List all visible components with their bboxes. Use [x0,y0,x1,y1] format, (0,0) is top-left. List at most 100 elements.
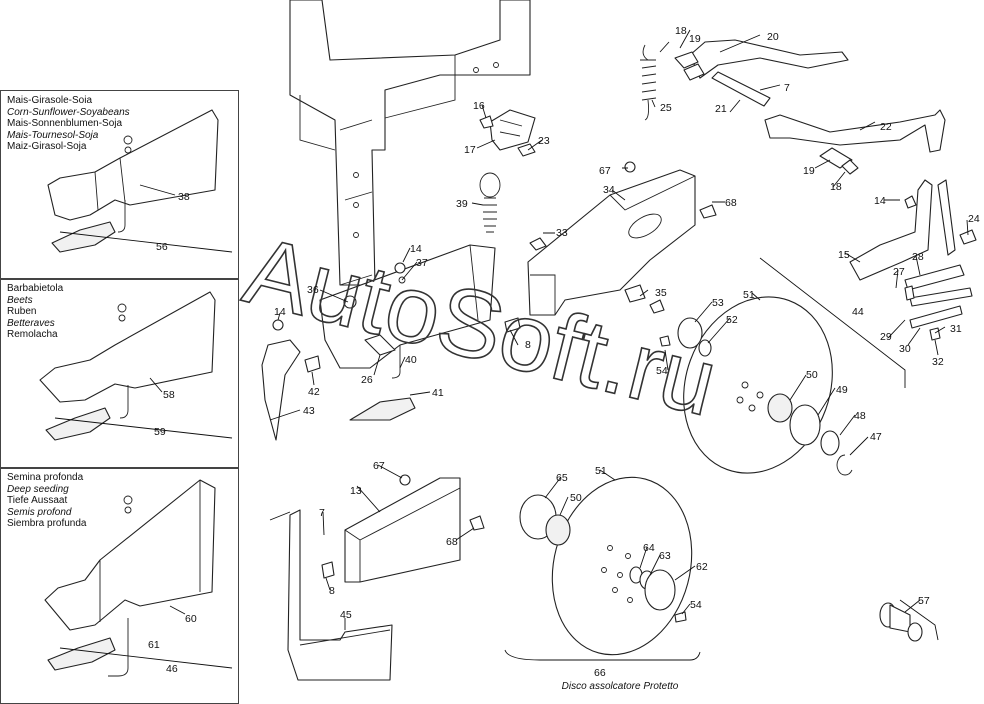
lower-support [269,474,485,681]
callout-50a: 50 [806,369,818,381]
callout-28: 28 [912,251,924,263]
callout-26: 26 [361,374,373,386]
inset-deep-line: Deep seeding [7,483,69,495]
callout-39: 39 [456,198,468,210]
arm-34 [504,161,717,333]
lever-assembly [640,39,946,175]
callout-18a: 18 [675,25,687,37]
disc-assembly-66 [504,476,701,661]
callout-27: 27 [893,266,905,278]
inset-beets-line: Beets [7,294,33,306]
inset-mais-line: Mais-Girasole-Soia [7,95,93,106]
callout-60: 60 [185,613,197,625]
disc-assembly-44 [659,257,906,476]
spring-39 [479,172,501,233]
callout-32: 32 [932,356,944,368]
callout-41: 41 [432,387,444,399]
callout-45: 45 [340,609,352,621]
callout-47: 47 [870,431,882,443]
inset-deep-line: Siembra profunda [7,518,87,529]
callout-57: 57 [918,595,930,607]
bracket-17 [479,109,536,157]
callout-16: 16 [473,100,485,112]
inset-deep-line: Tiefe Aussaat [7,495,68,506]
callout-56: 56 [156,241,168,253]
callout-54a: 54 [656,365,668,377]
center-parts [261,244,496,441]
callout-34: 34 [603,184,615,196]
callout-29: 29 [880,331,892,343]
callout-14c: 14 [874,195,886,207]
callout-30: 30 [899,343,911,355]
callout-68a: 68 [725,197,737,209]
callout-labels: 38 56 58 59 60 61 46 18 19 20 7 21 25 22… [148,25,980,679]
callout-49: 49 [836,384,848,396]
inset-mais-label: Mais-Girasole-Soia Corn-Sunflower-Soyabe… [7,95,130,153]
callout-31: 31 [950,323,962,335]
callout-8b: 8 [329,585,335,597]
callout-17: 17 [464,144,476,156]
callout-42: 42 [308,386,320,398]
callout-48: 48 [854,410,866,422]
callout-66: 66 [594,667,606,679]
callout-43: 43 [303,405,315,417]
callout-52: 52 [726,314,738,326]
inset-beets-panel: Barbabietola Beets Ruben Betteraves Remo… [0,278,239,469]
inset-deep-line: Semis profond [7,506,72,518]
inset-deep-label: Semina profonda Deep seeding Tiefe Aussa… [7,472,87,530]
callout-36: 36 [307,284,319,296]
callout-53: 53 [712,297,724,309]
callout-61: 61 [148,639,160,651]
inset-beets-line: Remolacha [7,329,58,340]
callout-14a: 14 [274,306,286,318]
disc-caption: Disco assolcatore Protetto [561,681,679,692]
callout-44: 44 [852,306,864,318]
callout-65: 65 [556,472,568,484]
callout-21: 21 [715,103,727,115]
callout-23: 23 [538,135,550,147]
main-frame [289,0,531,286]
inset-mais-line: Corn-Sunflower-Soyabeans [7,106,130,118]
callout-62: 62 [696,561,708,573]
callout-37: 37 [416,257,428,269]
inset1-drawing [47,109,233,253]
callout-59: 59 [154,426,166,438]
leader-lines [269,29,969,630]
callout-14b: 14 [410,243,422,255]
callout-35: 35 [655,287,667,299]
part-57 [879,599,939,642]
callout-64: 64 [643,542,655,554]
inset-mais-line: Maiz-Girasol-Soja [7,141,87,152]
inset-beets-line: Ruben [7,306,37,317]
callout-67b: 67 [373,460,385,472]
inset-deep-line: Semina profonda [7,472,84,483]
inset-beets-label: Barbabietola Beets Ruben Betteraves Remo… [7,283,63,341]
inset-mais-line: Mais-Tournesol-Soja [7,129,99,141]
inset-deep-panel: Semina profonda Deep seeding Tiefe Aussa… [0,467,239,704]
inset2-drawing [39,291,233,441]
callout-68b: 68 [446,536,458,548]
callout-54b: 54 [690,599,702,611]
callout-51b: 51 [595,465,607,477]
callout-67a: 67 [599,165,611,177]
callout-20: 20 [767,31,779,43]
callout-15: 15 [838,249,850,261]
callout-8a: 8 [525,339,531,351]
inset-beets-line: Barbabietola [7,283,64,294]
callout-40: 40 [405,354,417,366]
callout-7a: 7 [784,82,790,94]
callout-22: 22 [880,121,892,133]
inset-beets-line: Betteraves [7,317,55,329]
callout-50b: 50 [570,492,582,504]
callout-63: 63 [659,550,671,562]
callout-19a: 19 [689,33,701,45]
callout-46: 46 [166,663,178,675]
callout-38: 38 [178,191,190,203]
callout-19b: 19 [803,165,815,177]
callout-13: 13 [350,485,362,497]
callout-25: 25 [660,102,672,114]
callout-24: 24 [968,213,980,225]
callout-51a: 51 [743,289,755,301]
